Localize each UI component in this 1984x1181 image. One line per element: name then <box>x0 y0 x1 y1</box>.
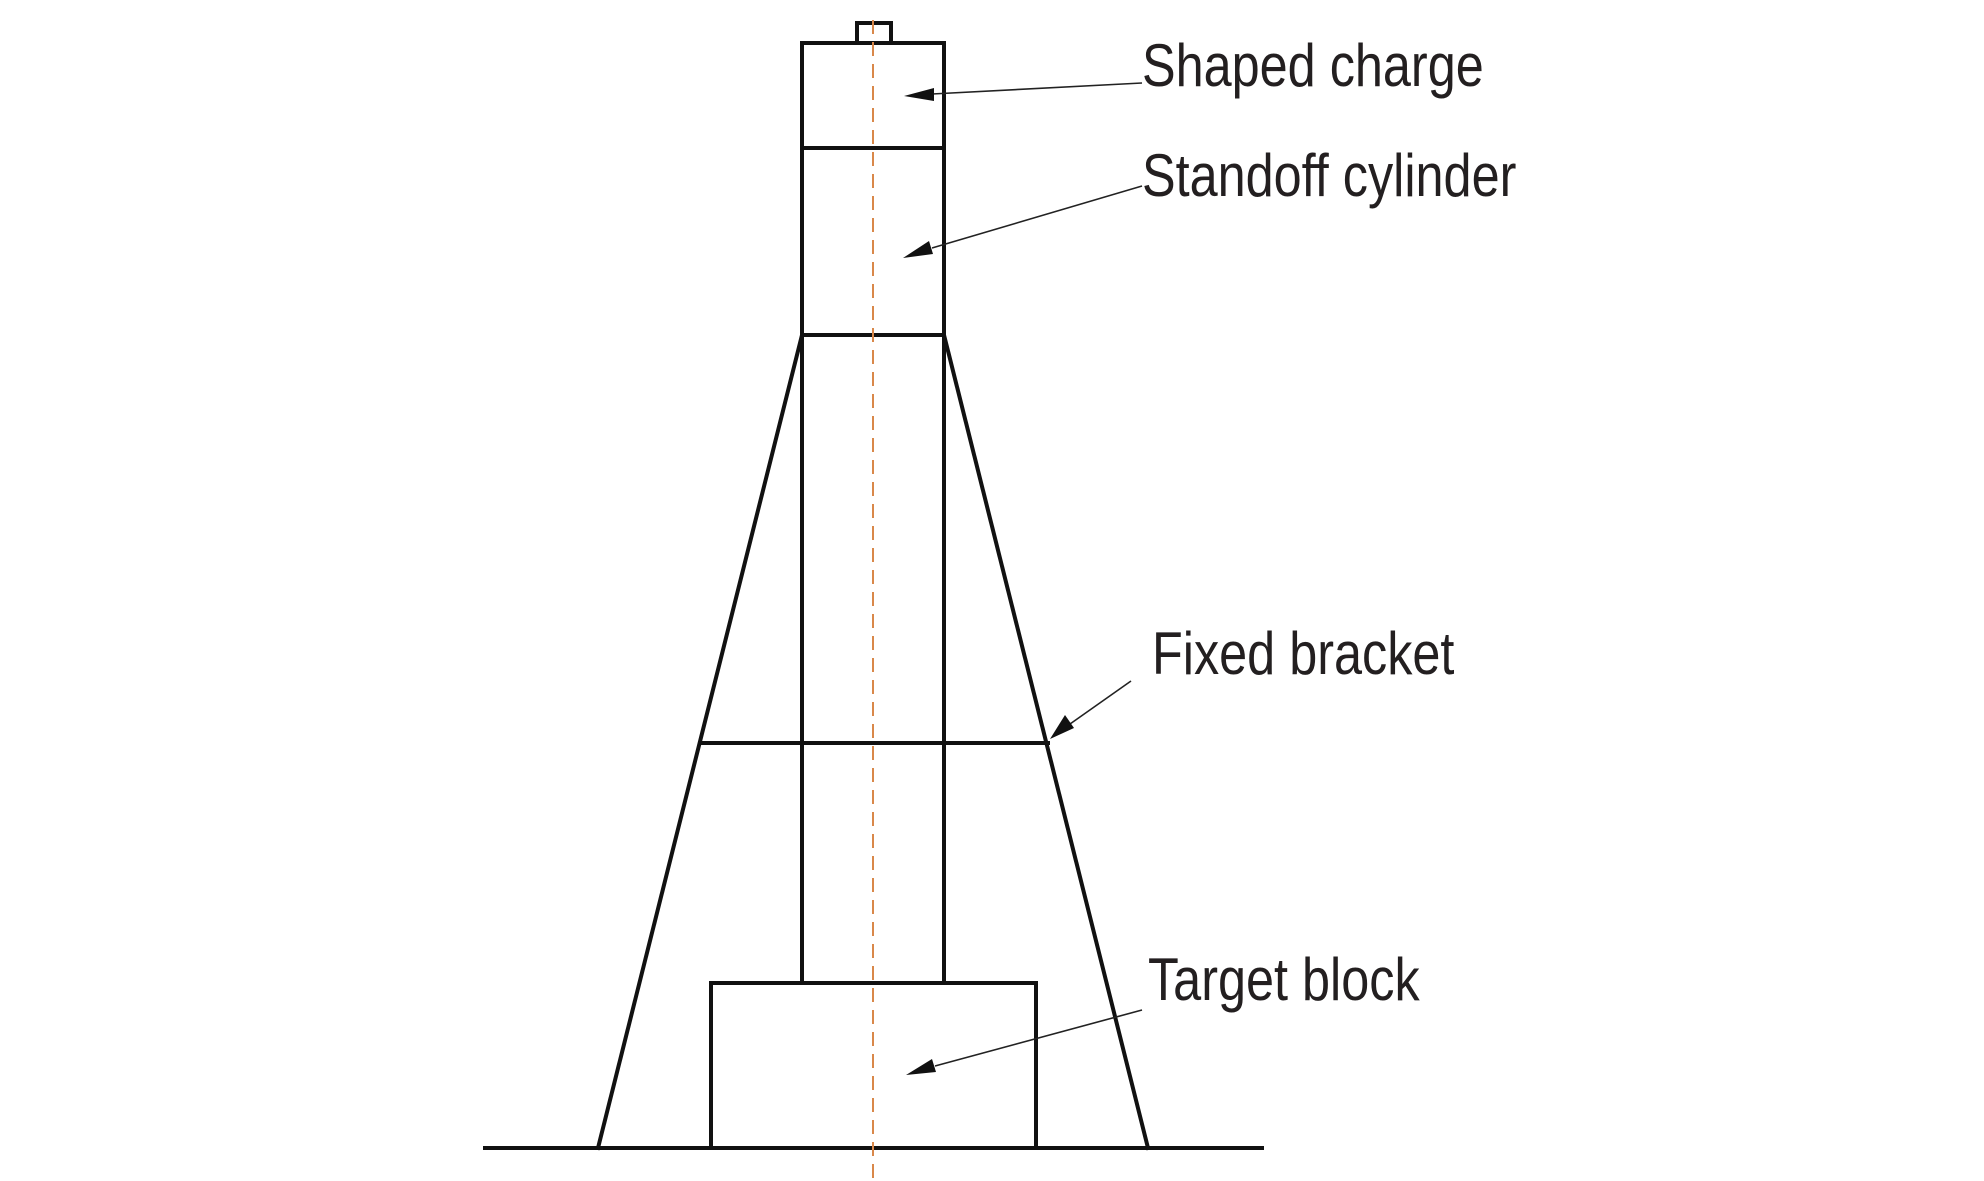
target-block-leader <box>906 1009 1143 1075</box>
shaped-charge-leader <box>904 82 1143 101</box>
target-block-arrowhead <box>906 1059 936 1075</box>
fixed-bracket-leader <box>1050 680 1132 739</box>
fixed-bracket-label: Fixed bracket <box>1152 620 1454 687</box>
standoff-cylinder-label: Standoff cylinder <box>1142 142 1516 209</box>
fixed-bracket-arrowhead <box>1050 715 1074 739</box>
shaped-charge-label: Shaped charge <box>1142 32 1484 99</box>
standoff-cylinder-leader <box>903 185 1143 258</box>
target-block-label: Target block <box>1148 946 1420 1013</box>
shaped-charge-arrowhead <box>904 88 934 101</box>
standoff-cylinder-arrowhead <box>903 241 933 258</box>
